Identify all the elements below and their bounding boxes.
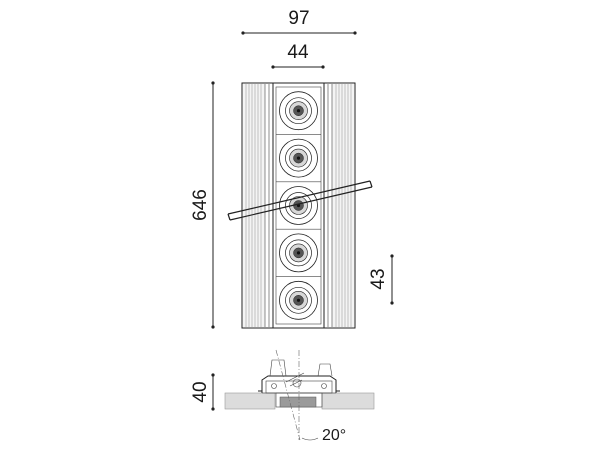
spot-module bbox=[279, 91, 318, 131]
overall-width-label: 97 bbox=[288, 8, 309, 29]
section-view: 20° bbox=[224, 349, 375, 444]
spot-module bbox=[276, 276, 321, 320]
right-heatsink-fins bbox=[327, 84, 354, 327]
center-channel-inner bbox=[275, 86, 322, 325]
height-label: 40 bbox=[190, 381, 211, 402]
mounting-rod bbox=[227, 180, 373, 221]
inner-width-label: 44 bbox=[287, 42, 309, 63]
dimension-overall-width: 97 bbox=[241, 8, 357, 35]
dimension-height: 40 bbox=[190, 373, 215, 411]
module-pitch-label: 43 bbox=[368, 268, 389, 289]
spot-module bbox=[276, 134, 321, 178]
dimension-inner-width: 44 bbox=[271, 42, 325, 69]
ceiling-right bbox=[321, 392, 375, 410]
tilt-angle-label: 20° bbox=[322, 427, 346, 444]
dimension-length: 646 bbox=[190, 81, 215, 329]
length-label: 646 bbox=[190, 189, 211, 221]
center-channel bbox=[272, 82, 325, 329]
spot-module bbox=[276, 181, 321, 225]
dimension-module-pitch: 43 bbox=[368, 254, 394, 305]
spot-modules bbox=[276, 91, 321, 320]
tilt-axes bbox=[275, 349, 319, 441]
luminaire-front-view bbox=[227, 82, 373, 329]
spot-module bbox=[276, 228, 321, 273]
ceiling-left bbox=[224, 392, 276, 410]
